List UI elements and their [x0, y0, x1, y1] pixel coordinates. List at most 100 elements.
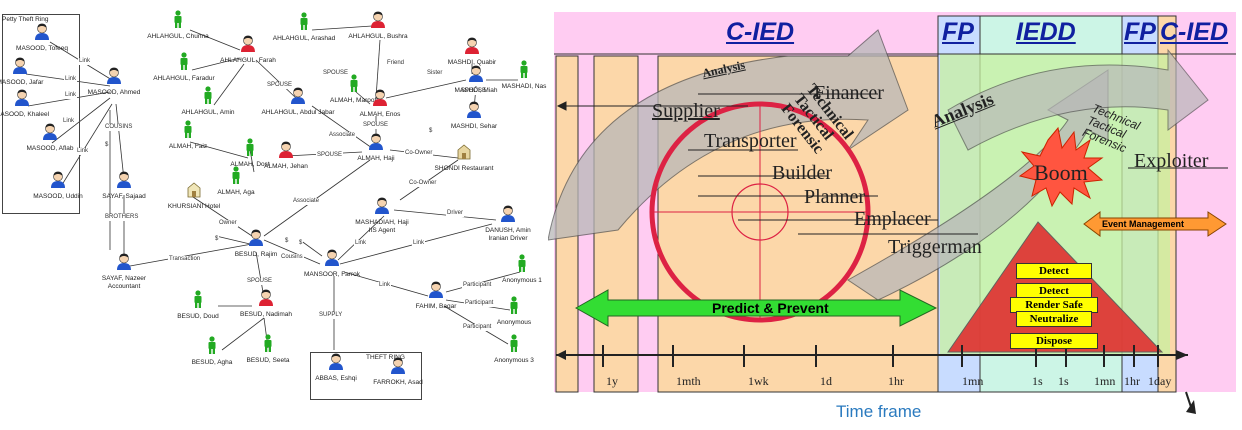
person-label: BESUD, Doud: [177, 313, 219, 320]
person-sayaf-sajaad[interactable]: SAYAF, Sajaad: [84, 170, 164, 201]
person-icon: [518, 254, 526, 272]
header-iedd: IEDD: [1016, 18, 1076, 46]
tick-label: 1hr: [1124, 374, 1140, 388]
person-ahlahgul-abduljabar[interactable]: AHLAHGUL, Abdul Jabar: [258, 86, 338, 117]
person-masood-ahmed[interactable]: MASOOD, Ahmed: [74, 66, 154, 97]
person-mashdi-quabir[interactable]: MASHDI, Quabir: [432, 36, 512, 67]
person-label: MASOOD, Jafar: [0, 79, 44, 86]
relation-label: Link: [412, 240, 426, 247]
person-mashadiah-haji[interactable]: MASHADIAH, Haji IIS Agent: [342, 196, 422, 235]
person-masood-khaleel[interactable]: MASOOD, Khaleel: [0, 88, 62, 119]
person-almah-haji[interactable]: ALMAH, Haji: [336, 132, 416, 163]
layer-detect-2: Detect: [1016, 283, 1092, 299]
person-besud-seeta[interactable]: BESUD, Seeta: [228, 334, 308, 365]
person-icon: [329, 353, 343, 370]
layer-dispose: Dispose: [1010, 333, 1098, 349]
theft-ring-title: THEFT RING: [366, 354, 405, 361]
relation-label: SPOUSE: [322, 70, 350, 77]
person-label: MASOOD, Uddin: [33, 193, 83, 200]
person-icon: [391, 357, 405, 374]
person-masood-uddin[interactable]: MASOOD, Uddin: [18, 170, 98, 201]
person-sayaf-nazeer[interactable]: SAYAF, Nazeer Accountant: [84, 252, 164, 291]
analysis-arrow-left: [548, 29, 909, 241]
person-mansoor-farrok[interactable]: MANSOOR, Farrok: [292, 248, 372, 279]
person-danush-amin[interactable]: DANUSH, Amin Iranian Driver: [468, 204, 548, 243]
header-fp-right: FP: [1124, 18, 1156, 46]
relation-label: BROTHERS: [104, 214, 140, 221]
tick-label: 1mth: [676, 374, 701, 388]
person-icon: [246, 138, 254, 156]
person-ahlahgul-farah[interactable]: AHLAHGUL, Farah: [208, 34, 288, 65]
money-symbol: $: [104, 142, 110, 149]
person-masood-jafar[interactable]: MASOOD, Jafar: [0, 56, 60, 87]
person-ahlahgul-arashad[interactable]: AHLAHGUL, Arashad: [264, 12, 344, 43]
person-icon: [259, 289, 273, 306]
person-icon: [117, 253, 131, 270]
person-label: BESUD, Seeta: [246, 357, 290, 364]
person-anon2[interactable]: Anonymous: [474, 296, 554, 327]
person-mashdi-sehar[interactable]: MASHDI, Sehar: [434, 100, 514, 131]
boom-label: Boom: [1034, 160, 1088, 185]
tick-label: 1s: [1032, 374, 1043, 388]
event-arrow: [1083, 211, 1227, 237]
relation-label: SUPPLY: [318, 312, 344, 319]
person-icon: [429, 281, 443, 298]
relation-label: Link: [64, 92, 78, 99]
person-besud-agha[interactable]: BESUD, Agha: [172, 336, 252, 367]
person-almah-jehan[interactable]: ALMAH, Jehan: [246, 140, 326, 171]
cied-diagram: C-IED FP IEDD FP C-IED Supplier Financer…: [548, 0, 1242, 430]
person-fahim-baqar[interactable]: FAHIM, Baqar: [396, 280, 476, 311]
predict-prevent-label: Predict & Prevent: [712, 300, 829, 316]
relation-label: Sister: [426, 70, 444, 77]
person-almah-aga[interactable]: ALMAH, Aga: [196, 166, 276, 197]
person-almah-marooff[interactable]: ALMAH, Marooff: [314, 74, 394, 105]
person-label: ABBAS, Eshqi: [315, 375, 357, 382]
person-label: MASHDI, Quabir: [447, 59, 497, 66]
person-label: MASHADIAH, Haji IIS Agent: [355, 219, 409, 234]
person-almah-faiz[interactable]: ALMAH, Faiz: [148, 120, 228, 151]
person-anon1[interactable]: Anonymous 1: [482, 254, 562, 285]
person-almah-enos[interactable]: ALMAH, Enos: [340, 88, 420, 119]
person-label: ALMAH, Haji: [357, 155, 395, 162]
tick-label: 1day: [1148, 374, 1172, 388]
person-icon: [373, 89, 387, 106]
header-fp-left: FP: [942, 18, 974, 46]
role-triggerman: Triggerman: [888, 236, 982, 258]
relation-label: Friend: [386, 60, 406, 67]
person-icon: [208, 336, 216, 354]
network-diagram: Petty Theft Ring THEFT RING Link Link Li…: [0, 0, 548, 430]
person-label: MASOOD, Ahmed: [87, 89, 141, 96]
person-icon: [279, 141, 293, 158]
person-abbas-eshqi[interactable]: ABBAS, Eshqi: [296, 352, 376, 383]
person-masood-aflab[interactable]: MASOOD, Aflab: [10, 122, 90, 153]
person-mashdi-miah[interactable]: MASHDI, Miah: [436, 64, 516, 95]
person-label: BESUD, Nadimah: [239, 311, 293, 318]
person-icon: [501, 205, 515, 222]
person-ahlahgul-bushra[interactable]: AHLAHGUL, Bushra: [338, 10, 418, 41]
person-besud-doud[interactable]: BESUD, Doud: [158, 290, 238, 321]
person-farrokh-asad[interactable]: FARROKH, Asad: [358, 356, 438, 387]
person-label: BESUD, Agha: [191, 359, 233, 366]
relation-label: Link: [64, 76, 78, 83]
person-besud-nadimah[interactable]: BESUD, Nadimah: [226, 288, 306, 319]
person-masood-tofeeq[interactable]: MASOOD, Tofeeq: [2, 22, 82, 53]
layer-neutralize: Neutralize: [1016, 311, 1092, 327]
person-icon: [117, 171, 131, 188]
person-label: Anonymous 3: [494, 357, 534, 364]
person-almah-dost[interactable]: ALMAH, Dost: [210, 138, 290, 169]
person-anon3[interactable]: Anonymous 3: [474, 334, 554, 365]
person-icon: [325, 249, 339, 266]
person-besud-rajim[interactable]: BESUD, Rajim: [216, 228, 296, 259]
relation-label: Driver: [446, 210, 464, 217]
person-label: AHLAHGUL, Bushra: [348, 33, 408, 40]
tick-label: 1d: [820, 374, 832, 388]
person-mashadi-nas[interactable]: MASHADI, Nas: [484, 60, 564, 91]
person-icon: [469, 65, 483, 82]
event-management-label: Event Management: [1102, 219, 1185, 229]
person-ahlahgul-chunna[interactable]: AHLAHGUL, Chunna: [138, 10, 218, 41]
person-label: AHLAHGUL, Arashad: [272, 35, 336, 42]
person-ahlahgul-faradur[interactable]: AHLAHGUL, Faradur: [144, 52, 224, 83]
person-label: MASOOD, Aflab: [26, 145, 74, 152]
person-ahlahgul-amin[interactable]: AHLAHGUL, Amin: [168, 86, 248, 117]
theft-ring-box: [310, 352, 422, 400]
